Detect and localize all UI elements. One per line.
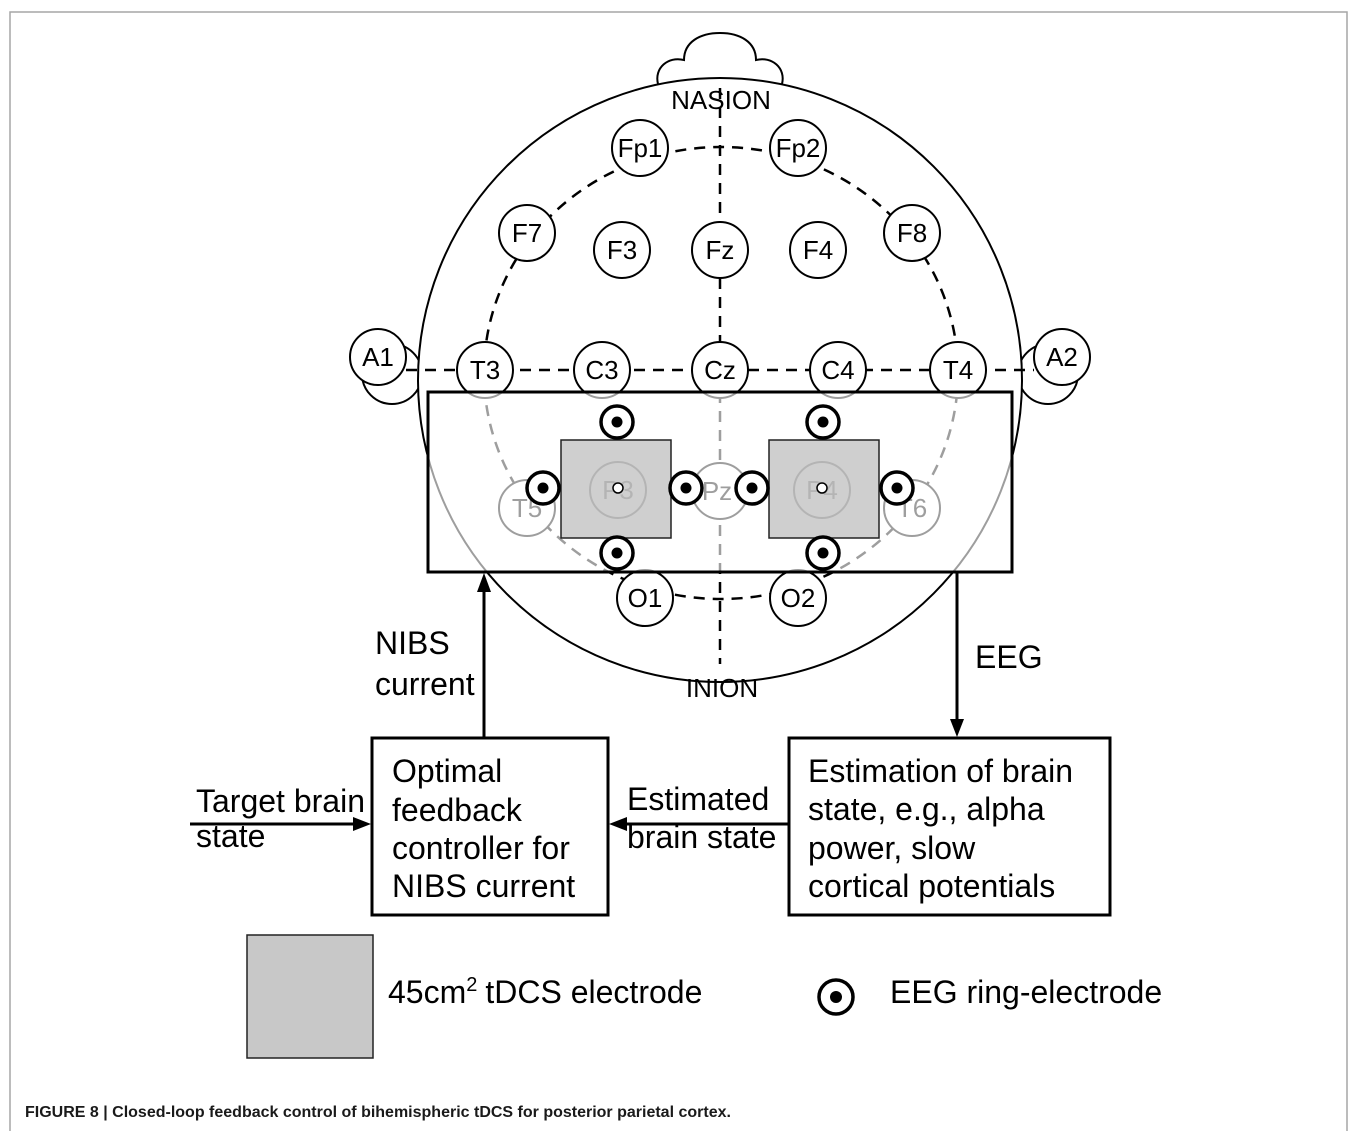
- electrode-circle: [349, 328, 407, 386]
- electrode-cz: Cz: [691, 341, 749, 399]
- electrode-circle: [691, 221, 749, 279]
- tdcs-pad-center: [816, 482, 828, 494]
- electrode-a1: A1: [349, 328, 407, 386]
- target-state-label-line2: state: [196, 818, 265, 854]
- estimated-state-label-line1: Estimated: [627, 781, 769, 817]
- electrode-a2: A2: [1033, 328, 1091, 386]
- electrode-o1: O1: [616, 569, 674, 627]
- eeg-ring-electrode: [599, 404, 635, 440]
- electrode-circle: [789, 221, 847, 279]
- legend: 45cm2 tDCS electrode EEG ring-electrode: [246, 934, 1162, 1059]
- figure-frame: [9, 11, 1348, 1131]
- controller-text-line3: controller for: [392, 830, 570, 866]
- electrode-circle: [883, 204, 941, 262]
- eeg-ring-electrode: [668, 470, 704, 506]
- electrode-label: T4: [943, 355, 973, 385]
- target-state-label-line1: Target brain: [196, 783, 365, 819]
- electrode-t4: T4: [929, 341, 987, 399]
- electrode-label: F4: [803, 235, 833, 265]
- electrode-o2: O2: [769, 569, 827, 627]
- electrode-f3: F3: [593, 221, 651, 279]
- tdcs-electrode-left: [560, 439, 672, 539]
- electrode-f4: F4: [789, 221, 847, 279]
- electrode-label: C4: [821, 355, 854, 385]
- electrode-c4: C4: [809, 341, 867, 399]
- electrode-label: A2: [1046, 342, 1078, 372]
- electrode-label: Fz: [706, 235, 735, 265]
- electrode-label: Fp2: [776, 133, 821, 163]
- electrode-f7: F7: [498, 204, 556, 262]
- electrode-label: C3: [585, 355, 618, 385]
- electrode-label: F8: [897, 218, 927, 248]
- tdcs-electrode-right: [768, 439, 880, 539]
- controller-text-line2: feedback: [392, 792, 523, 828]
- electrode-label: Fp1: [618, 133, 663, 163]
- nibs-current-label-line2: current: [375, 666, 475, 702]
- legend-eeg-ring-icon: [817, 978, 855, 1016]
- electrode-label: A1: [362, 342, 394, 372]
- electrode-label: Cz: [704, 355, 736, 385]
- tdcs-pad-center: [612, 482, 624, 494]
- eeg-ring-electrode: [525, 470, 561, 506]
- electrode-circle: [611, 119, 669, 177]
- electrode-circle: [1033, 328, 1091, 386]
- legend-tdcs-suffix: tDCS electrode: [485, 974, 702, 1010]
- estimator-block: [787, 736, 1112, 917]
- electrode-fp2: Fp2: [769, 119, 827, 177]
- electrode-label: T3: [470, 355, 500, 385]
- figure-caption: FIGURE 8 | Closed-loop feedback control …: [25, 1104, 731, 1121]
- estimated-state-label-line2: brain state: [627, 819, 776, 855]
- eeg-ring-electrode: [805, 535, 841, 571]
- electrode-circle: [593, 221, 651, 279]
- estimator-text-line1: Estimation of brain: [808, 753, 1073, 789]
- eeg-ring-electrode: [734, 470, 770, 506]
- estimated-state-arrow: [609, 817, 789, 831]
- electrode-label: O1: [628, 583, 663, 613]
- legend-tdcs-label: 45cm2 tDCS electrode: [388, 974, 702, 1010]
- inion-label: INION: [686, 673, 758, 703]
- electrode-t3: T3: [456, 341, 514, 399]
- estimator-text-line2: state, e.g., alpha: [808, 791, 1045, 827]
- eeg-arrow: [950, 572, 964, 737]
- nasion-label: NASION: [671, 85, 771, 115]
- nibs-current-arrow: [477, 573, 491, 738]
- controller-block: [370, 736, 610, 917]
- electrode-f8: F8: [883, 204, 941, 262]
- nibs-current-label-line1: NIBS: [375, 625, 450, 661]
- electrode-fz: Fz: [691, 221, 749, 279]
- legend-tdcs-swatch: [246, 934, 374, 1059]
- controller-text-line1: Optimal: [392, 753, 502, 789]
- legend-eeg-ring-label: EEG ring-electrode: [890, 974, 1162, 1010]
- legend-tdcs-superscript: 2: [466, 974, 477, 996]
- parietal-montage-region: [426, 390, 1014, 574]
- estimator-text-line3: power, slow: [808, 830, 976, 866]
- electrode-label: F3: [607, 235, 637, 265]
- legend-tdcs-prefix: 45cm: [388, 974, 466, 1010]
- electrode-circle: [498, 204, 556, 262]
- electrode-circle: [769, 119, 827, 177]
- controller-text-line4: NIBS current: [392, 868, 575, 904]
- target-state-arrow: [190, 817, 371, 831]
- nose: [656, 31, 784, 85]
- electrode-label: O2: [781, 583, 816, 613]
- eeg-label: EEG: [975, 639, 1043, 675]
- estimator-text-line4: cortical potentials: [808, 868, 1055, 904]
- eeg-ring-electrode: [805, 404, 841, 440]
- electrode-c3: C3: [573, 341, 631, 399]
- eeg-ring-electrode: [879, 470, 915, 506]
- electrode-fp1: Fp1: [611, 119, 669, 177]
- electrode-label: F7: [512, 218, 542, 248]
- eeg-ring-electrode: [599, 535, 635, 571]
